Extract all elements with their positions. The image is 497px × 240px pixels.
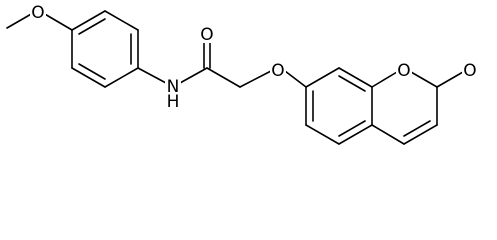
methoxy-oxygen-label: O bbox=[31, 3, 44, 23]
ring-bond bbox=[338, 124, 373, 145]
atom-background bbox=[199, 24, 215, 43]
atom-background bbox=[396, 60, 412, 79]
ring-bond bbox=[403, 124, 438, 145]
ring-inner-double-bond bbox=[78, 63, 106, 80]
ring-inner-double-bond bbox=[403, 120, 431, 137]
ring-bond bbox=[104, 10, 139, 31]
atom-background bbox=[165, 76, 181, 95]
bond-methyl-oxygen bbox=[6, 12, 34, 29]
bond-carbonyl-methylene bbox=[206, 67, 241, 88]
coumarin-benzo-ring bbox=[305, 67, 373, 145]
bond-oxygen-coumarin bbox=[284, 70, 307, 88]
bond-oxygen-aryl bbox=[42, 12, 73, 31]
ring-oxygen-label: O bbox=[397, 61, 410, 81]
bond-aryl-nitrogen bbox=[137, 67, 167, 84]
ring-bond bbox=[71, 67, 106, 88]
amide-nitrogen-label: N bbox=[167, 77, 180, 97]
pyranone-ring bbox=[371, 71, 464, 145]
ring-inner-double-bond bbox=[338, 75, 366, 92]
bond-nitrogen-carbonyl bbox=[179, 67, 208, 84]
lactone-carbonyl-bond bbox=[436, 71, 464, 88]
ring-bond bbox=[410, 71, 438, 88]
ring-bond bbox=[371, 71, 398, 88]
atom-background bbox=[270, 60, 286, 79]
atom-background bbox=[30, 2, 46, 21]
ring-inner-double-bond bbox=[78, 18, 106, 35]
ring-bond bbox=[338, 67, 373, 88]
amide-hydrogen-label: H bbox=[167, 92, 180, 112]
lactone-carbonyl-oxygen-label: O bbox=[463, 61, 476, 81]
ring-bond bbox=[104, 67, 139, 88]
ring-bond bbox=[371, 124, 405, 145]
bond-methylene-oxygen bbox=[239, 70, 272, 88]
benzene-ring bbox=[71, 10, 139, 88]
chemical-structure-diagram: O N H O O O O bbox=[6, 2, 478, 145]
atom-background bbox=[462, 60, 478, 79]
carbonyl-oxygen-label: O bbox=[200, 25, 213, 45]
ring-inner-double-bond bbox=[338, 120, 366, 137]
ring-bond bbox=[305, 124, 340, 145]
ring-bond bbox=[71, 10, 106, 31]
ether-oxygen-label: O bbox=[271, 61, 284, 81]
ring-bond bbox=[305, 67, 340, 88]
